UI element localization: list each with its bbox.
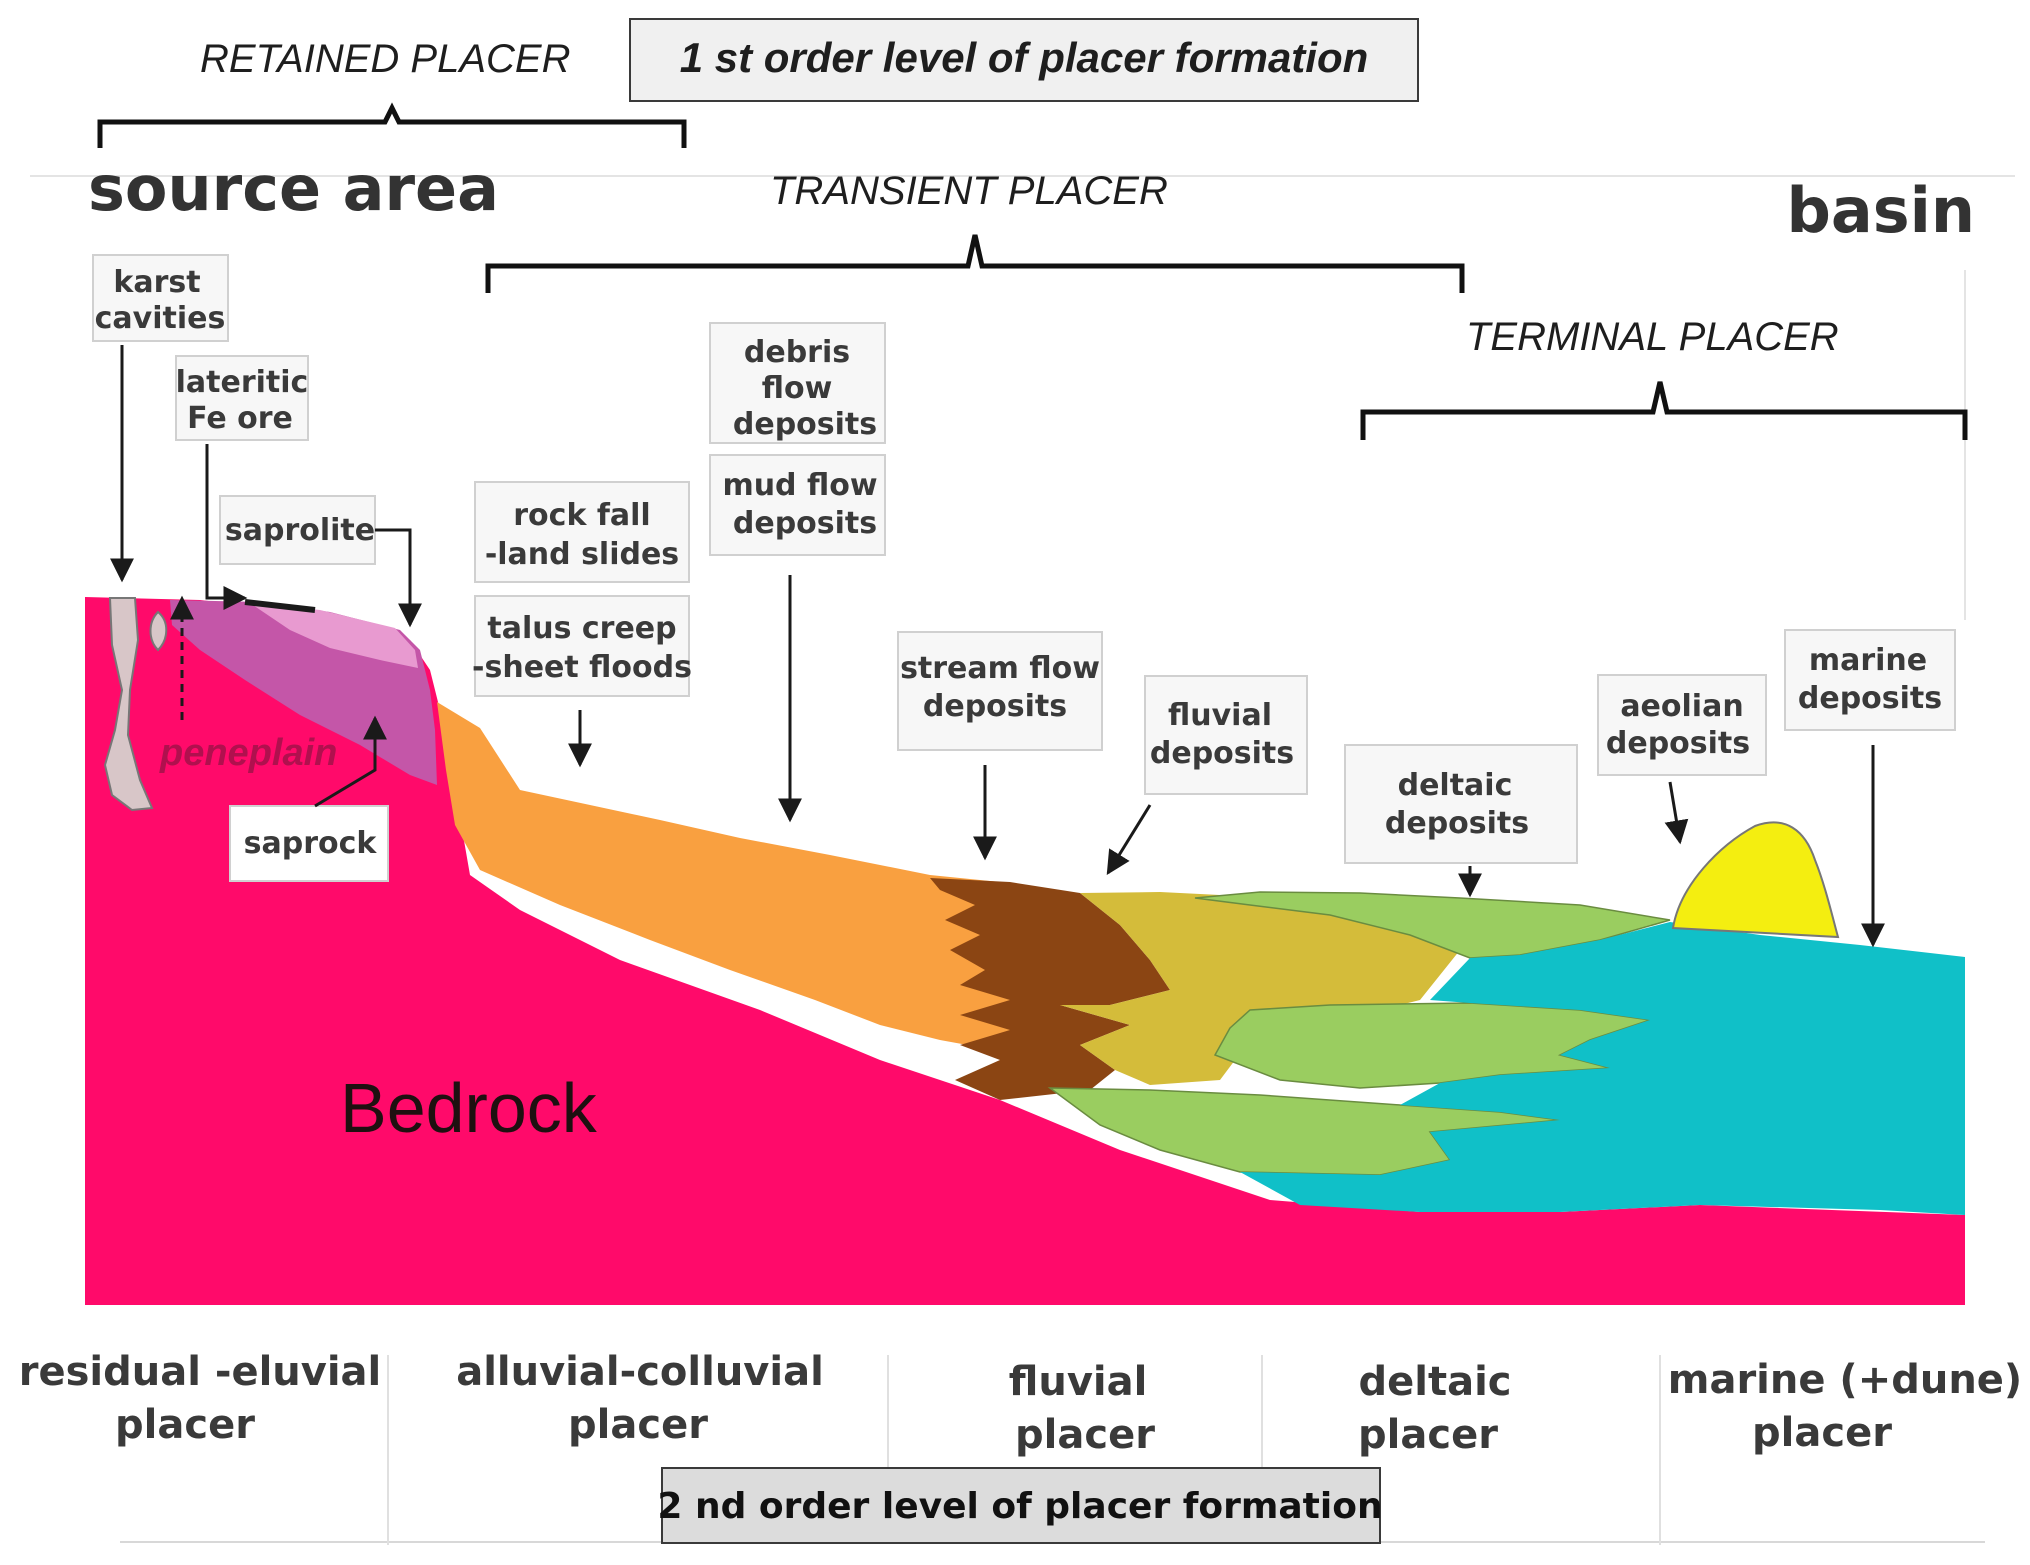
mud-label-group: mud flow deposits: [709, 454, 886, 556]
saprolite-label-group: saprolite: [219, 495, 376, 565]
rock-fall-text-1: rock fall: [513, 498, 650, 533]
fluvial-deposits-arrow: [1106, 804, 1152, 876]
terminal-placer-bracket: [1360, 381, 1968, 440]
fluvial-deposits-label-group: fluvial deposits: [1144, 675, 1308, 795]
stream-label-group: stream flow deposits: [897, 631, 1103, 751]
karst-cavity-small: [149, 610, 168, 652]
zone-marine-line-2: placer: [1752, 1410, 1892, 1456]
saprock-label-group: saprock: [229, 805, 389, 882]
terminal-placer-label: TERMINAL PLACER: [1466, 315, 1839, 359]
transient-placer-label: TRANSIENT PLACER: [770, 169, 1168, 213]
transient-placer-bracket: [485, 234, 1465, 293]
mud-text-1: mud flow: [722, 468, 877, 503]
stream-text-2: deposits: [923, 689, 1067, 724]
second-order-box: [661, 1467, 1381, 1544]
saprolite-box: [219, 495, 376, 565]
deltaic-deposits-box: [1344, 744, 1578, 864]
lateritic-box: [175, 355, 309, 441]
cross-section: [85, 597, 1965, 1305]
talus-text-1: talus creep: [487, 611, 676, 646]
retained-placer-label: RETAINED PLACER: [200, 37, 570, 81]
marine-layer: [1240, 922, 1965, 1215]
saprolite-text: saprolite: [225, 513, 375, 548]
zone-residual-line-1: residual -eluvial: [19, 1349, 382, 1395]
zone-marine-line-1: marine (+dune): [1668, 1357, 2022, 1403]
lateritic-arrow: [205, 444, 248, 610]
first-order-box: [629, 18, 1419, 102]
lateritic-layer: [250, 603, 418, 668]
aeolian-arrow: [1664, 781, 1689, 845]
source-area-label: source area: [88, 152, 499, 225]
stream-text-1: stream flow: [900, 651, 1100, 686]
aeolian-box: [1597, 674, 1767, 776]
deltaic-deposits-label-group: deltaic deposits: [1344, 744, 1578, 864]
first-order-label: 1 st order level of placer formation: [680, 34, 1369, 81]
saprolite-arrow: [375, 528, 422, 628]
marine-deposits-label-group: marine deposits: [1784, 629, 1956, 731]
talus-box: [474, 595, 690, 697]
fluvial-deposits-box: [1144, 675, 1308, 795]
rock-fall-label-group: rock fall -land slides: [474, 481, 690, 583]
zone-alluvial-line-1: alluvial-colluvial: [456, 1349, 824, 1395]
retained-placer-bracket: [97, 102, 687, 148]
deltaic-deposits-text-1: deltaic: [1398, 768, 1513, 803]
rock-fall-box: [474, 481, 690, 583]
marine-deposits-text-1: marine: [1809, 643, 1927, 678]
mud-box: [709, 454, 886, 556]
zone-fluvial-line-2: placer: [1015, 1412, 1155, 1458]
marine-deposits-text-2: deposits: [1798, 681, 1942, 716]
bedrock-layer: [85, 597, 1965, 1305]
lateritic-text-1: lateritic: [176, 365, 309, 400]
zone-residual-line-2: placer: [115, 1402, 255, 1448]
fluvial-deposits-text-1: fluvial: [1168, 698, 1272, 733]
fluvial-layer: [1060, 892, 1460, 1085]
fluvial-deposits-text-2: deposits: [1150, 736, 1294, 771]
debris-box: [709, 322, 886, 444]
lateritic-text-2: Fe ore: [187, 401, 293, 436]
debris-label-group: debris flow deposits: [709, 322, 886, 444]
lateritic-label-group: lateritic Fe ore: [175, 355, 309, 441]
zone-alluvial-line-2: placer: [568, 1402, 708, 1448]
bedrock-label: Bedrock: [340, 1069, 598, 1147]
saprock-box: [229, 805, 389, 882]
basin-label: basin: [1786, 174, 1975, 247]
debris-text-2: flow: [762, 371, 833, 406]
talus-label-group: talus creep -sheet floods: [472, 595, 692, 697]
dune-layer: [1671, 821, 1840, 939]
rock-fall-text-2: -land slides: [485, 537, 679, 572]
debris-text-1: debris: [744, 335, 850, 370]
alluvial-colluvial-layer: [437, 702, 1100, 1050]
zone-fluvial-line-1: fluvial: [1009, 1359, 1148, 1405]
karst-text-2: cavities: [95, 301, 226, 336]
karst-box: [92, 254, 229, 342]
stream-flow-layer: [930, 878, 1170, 1100]
second-order-label: 2 nd order level of placer formation: [657, 1486, 1382, 1527]
karst-text-1: karst: [113, 265, 200, 300]
aeolian-text-1: aeolian: [1620, 689, 1743, 724]
aeolian-label-group: aeolian deposits: [1597, 674, 1767, 776]
debris-text-3: deposits: [733, 407, 877, 442]
karst-cavity: [103, 597, 154, 812]
mud-text-2: deposits: [733, 506, 877, 541]
zone-deltaic-line-1: deltaic: [1358, 1359, 1511, 1405]
lateritic-crust-marker: [244, 599, 316, 613]
peneplain-label: peneplain: [159, 732, 337, 774]
aeolian-text-2: deposits: [1606, 726, 1750, 761]
saprock-arrow: [314, 715, 387, 808]
zone-labels: residual -eluvial placer alluvial-colluv…: [19, 1349, 2022, 1458]
saprock-text: saprock: [244, 826, 378, 861]
deltaic-deposits-text-2: deposits: [1385, 806, 1529, 841]
talus-text-2: -sheet floods: [472, 650, 692, 685]
marine-deposits-box: [1784, 629, 1956, 731]
karst-label-group: karst cavities: [92, 254, 229, 342]
stream-box: [897, 631, 1103, 751]
zone-deltaic-line-2: placer: [1358, 1412, 1498, 1458]
